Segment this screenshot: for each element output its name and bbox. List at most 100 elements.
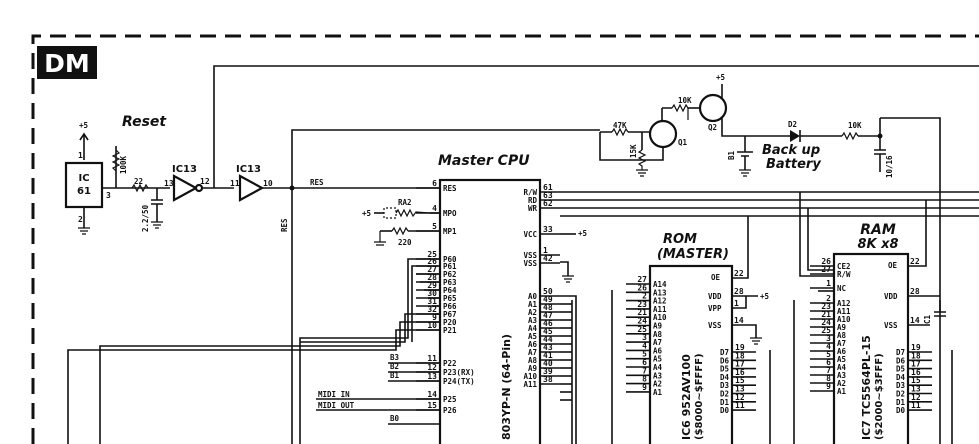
ram-vdd-pin: 28: [910, 287, 920, 296]
cpu-right-pin-num: 40: [543, 359, 553, 368]
rom-right-pin-name: D2: [720, 390, 729, 399]
cpu-left-pin-num: 13: [427, 372, 437, 381]
ic13b-label: IC13: [236, 164, 261, 175]
ram-left-pin-13: 8A2: [810, 374, 846, 388]
ram-right-pin-num: 19: [911, 343, 921, 352]
rom-right-pin-num: 13: [735, 385, 745, 394]
cpu-left-pin-name: P60: [443, 255, 457, 264]
ram-box: [832, 252, 910, 444]
ic13b-pin-in: 11: [230, 179, 240, 188]
cpu-right-pin-num: 45: [543, 327, 553, 336]
cpu-left-pin-num: 27: [427, 265, 437, 274]
rom-right-pin-name: D7: [720, 348, 729, 357]
cpu-left-pin-num: 32: [427, 305, 437, 314]
cpu-right-pin-name: A8: [528, 356, 538, 365]
cpu-right-pin-num: 41: [543, 351, 553, 360]
cpu-right-pin-num: 1: [543, 246, 548, 255]
cpu-right-pin-name: R/W: [523, 188, 537, 197]
ram-right-pin-name: D2: [896, 390, 905, 399]
reset-r22: 22: [134, 177, 143, 186]
rom-right-pin-num: 15: [735, 376, 745, 385]
rom-vdd-pin: 28: [734, 287, 744, 296]
r10k-b-label: 10K: [848, 121, 862, 130]
cpu-left-pin-num: 12: [427, 363, 437, 372]
ram-left-pin-num: 8: [826, 374, 831, 383]
cpu-left-pin-num: 9: [432, 313, 437, 322]
cpu-right-pin-name: A3: [528, 316, 538, 325]
ram-left-pin-name: A2: [837, 379, 846, 388]
ram-vss-pin: 14: [910, 316, 920, 325]
ram-left-pin-num: 3: [826, 334, 831, 343]
ram-left-pin-9: 4A6: [810, 342, 847, 356]
ram-left-pin-name: A11: [837, 307, 851, 316]
rom-left-pin-num: 8: [642, 375, 647, 384]
ram-left-pin-name: A8: [837, 331, 847, 340]
cpu-left-pin-num: 30: [427, 289, 437, 298]
r220-label: 220: [398, 238, 412, 247]
ram-title-1: RAM: [860, 222, 896, 238]
rom-left-pin-num: 9: [642, 383, 647, 392]
cpu-left-pin-name: P66: [443, 302, 457, 311]
cpu-right-pin-name: VCC: [523, 230, 537, 239]
rom-right-pin-num: 12: [735, 393, 745, 402]
net-midi-out: MIDI OUT: [318, 401, 355, 410]
cpu-left-pin-name: RES: [443, 184, 457, 193]
rom-left-pin-name: A2: [653, 380, 662, 389]
ic61-pin1: 1: [78, 151, 83, 160]
rom-box: [648, 264, 734, 444]
cpu-right-pin-name: A10: [523, 372, 537, 381]
ram-left-pin-name: A6: [837, 347, 847, 356]
ram-left-pin-12: 7A3: [810, 366, 847, 380]
rom-left-pin-num: 26: [637, 283, 647, 292]
ram-left-pin-num: 24: [821, 318, 831, 327]
rom-right-pin-num: 16: [735, 368, 745, 377]
ic61-label-1: IC: [78, 173, 89, 184]
cpu-right-pin-name: A2: [528, 308, 537, 317]
rom-left-pin-name: A4: [653, 363, 663, 372]
ram-range-label: ($2000~$3FFF): [874, 353, 885, 440]
ram-oe: OE: [888, 261, 898, 270]
cpu-right-pin-num: 38: [543, 375, 553, 384]
cpu-right-pin-num: 50: [543, 287, 553, 296]
reset-cap: 2.2/50: [141, 204, 150, 232]
cpu-right-pin-name: VSS: [523, 251, 537, 260]
cpu-left-pin-name: MP1: [443, 227, 457, 236]
rom-left-pin-name: A1: [653, 388, 663, 397]
cpu-right-pin-num: 61: [543, 183, 553, 192]
ram-right-pin-name: D3: [896, 381, 906, 390]
rom-title-1: ROM: [663, 232, 697, 247]
rom-right-pin-name: D4: [720, 373, 730, 382]
cpu-part-label: 803YP-N (64-Pin): [500, 334, 513, 440]
cpu-right-pin-5: 42 VSS: [523, 254, 560, 268]
cpu-left-pin-name: P63: [443, 278, 457, 287]
cpu-right-pin-num: 44: [543, 335, 553, 344]
ram-left-pin-num: 21: [821, 310, 831, 319]
backup-title-1: Back up: [762, 143, 820, 158]
cpu-left-pin-name: P26: [443, 406, 457, 415]
ram-right-pin-name: D5: [896, 365, 905, 374]
rom-right-pin-num: 11: [735, 401, 745, 410]
cpu-left-pin-name: P64: [443, 286, 457, 295]
cpu-right-pin-num: 42: [543, 254, 553, 263]
ram-left-pins: 26CE227R/W1NC2A1223A1121A1024A925A83A74A…: [810, 257, 851, 396]
rom-left-pin-num: 21: [637, 308, 647, 317]
rom-left-pin-num: 7: [642, 366, 647, 375]
rom-left-pin-name: A10: [653, 313, 667, 322]
ram-left-pin-num: 6: [826, 358, 831, 367]
rom-left-pin-name: A9: [653, 322, 663, 331]
ram-right-pin-name: D1: [896, 398, 906, 407]
ic13b-pin-out: 10: [263, 179, 273, 188]
rom-oe-pin: 22: [734, 269, 744, 278]
d2-diode: [790, 130, 800, 142]
